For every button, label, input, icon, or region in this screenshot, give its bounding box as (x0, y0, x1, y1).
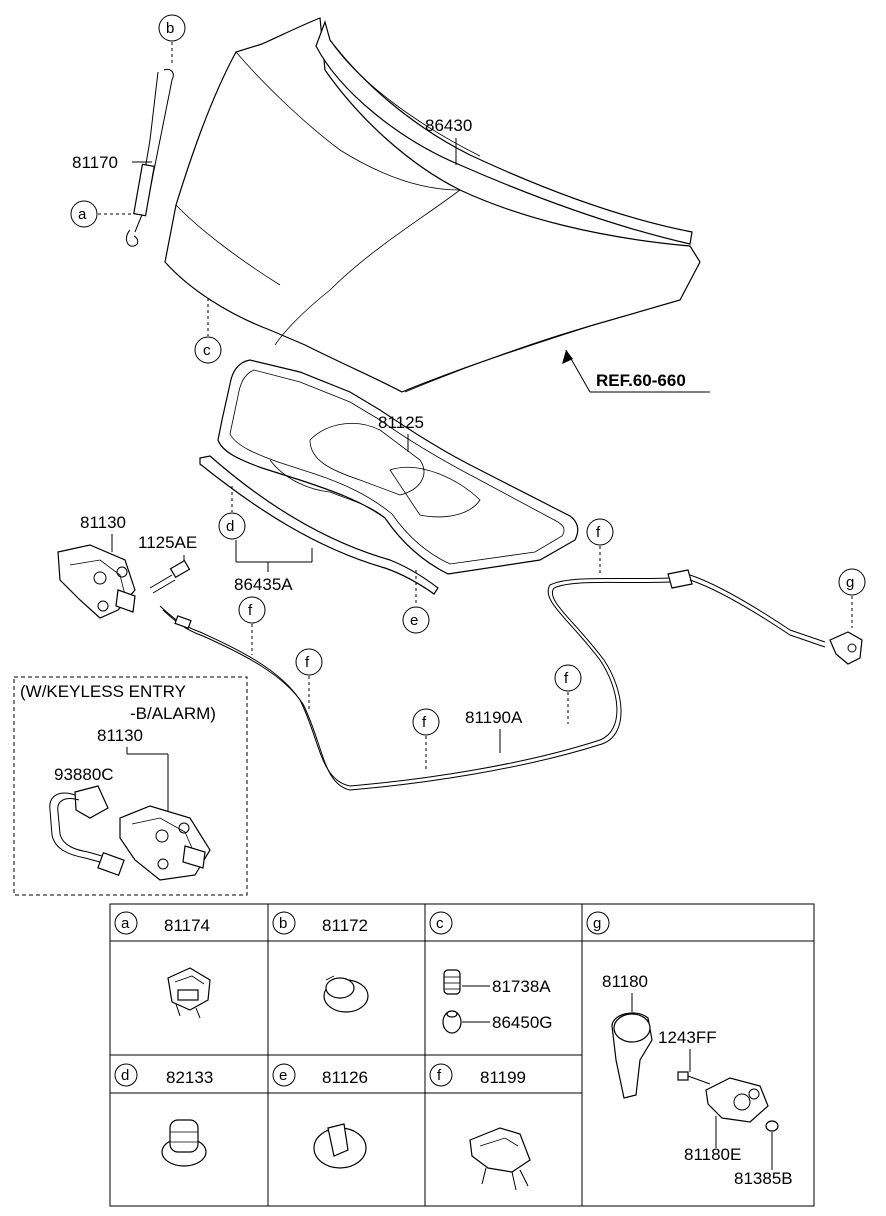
hood-panel-drawing (164, 17, 701, 393)
table-key-c: c (436, 915, 444, 932)
label-81170: 81170 (72, 153, 118, 172)
keyless-title-line1: (W/KEYLESS ENTRY (20, 682, 186, 701)
bracket-81180E-drawing (705, 1077, 769, 1123)
callout-g: g (846, 574, 854, 591)
callout-f-2: f (248, 602, 253, 619)
table-key-e: e (279, 1067, 287, 1084)
table-number-f: 81199 (480, 1068, 526, 1087)
keyless-entry-box (13, 676, 248, 896)
hood-insulator-drawing (217, 359, 579, 575)
label-81190A: 81190A (465, 708, 523, 727)
callout-e: e (410, 612, 418, 629)
label-81130-main: 81130 (80, 513, 126, 532)
nut-81385B-drawing (765, 1120, 779, 1132)
keyless-title-line2: -B/ALARM) (130, 704, 216, 723)
callout-f-1: f (596, 524, 601, 541)
callout-b: b (166, 20, 174, 37)
label-81125: 81125 (378, 413, 424, 432)
table-key-b: b (279, 915, 287, 932)
bolt-drawing (149, 559, 191, 594)
label-81130-keyless: 81130 (97, 726, 143, 745)
label-81180: 81180 (602, 972, 648, 991)
clip-81174-drawing (167, 967, 211, 1019)
label-93880C: 93880C (54, 765, 114, 784)
ref-label: REF.60-660 (596, 371, 686, 390)
bumper-81738A-drawing (443, 969, 461, 995)
label-1125AE: 1125AE (138, 533, 197, 552)
callout-f-4: f (564, 670, 569, 687)
table-number-b: 81172 (322, 916, 368, 935)
callout-d: d (226, 518, 234, 535)
callout-c: c (203, 342, 211, 359)
bumper-81172-drawing (323, 975, 369, 1013)
weatherstrip-drawing (199, 455, 439, 595)
release-handle-drawing (829, 631, 863, 665)
table-key-f: f (437, 1067, 442, 1084)
table-key-g: g (593, 915, 601, 932)
label-81738A: 81738A (492, 977, 551, 996)
label-86450G: 86450G (492, 1013, 553, 1032)
clip-81126-drawing (313, 1123, 367, 1169)
table-number-a: 81174 (164, 916, 210, 935)
label-81180E: 81180E (684, 1145, 741, 1164)
callout-a: a (78, 206, 87, 223)
table-number-d: 82133 (166, 1068, 213, 1087)
label-86430: 86430 (425, 116, 472, 135)
label-86435A: 86435A (234, 575, 293, 594)
table-number-e: 81126 (322, 1068, 368, 1087)
hood-latch-drawing (57, 544, 136, 619)
callout-f-3: f (305, 654, 310, 671)
clip-82133-drawing (161, 1119, 207, 1167)
parts-table (109, 903, 815, 1207)
clip-81199-drawing (469, 1127, 531, 1191)
label-81385B: 81385B (734, 1169, 793, 1188)
cap-86450G-drawing (442, 1010, 462, 1034)
table-key-a: a (121, 915, 130, 932)
label-1243FF: 1243FF (658, 1028, 717, 1047)
keyless-switch-drawing (49, 785, 125, 877)
release-cable-drawing (159, 569, 826, 791)
handle-81180-drawing (611, 1012, 653, 1099)
screw-1243FF-drawing (677, 1071, 711, 1085)
callout-f-5: f (422, 714, 427, 731)
table-key-d: d (121, 1067, 129, 1084)
hood-lift-rod-drawing (126, 69, 174, 247)
keyless-latch-drawing (119, 805, 211, 881)
